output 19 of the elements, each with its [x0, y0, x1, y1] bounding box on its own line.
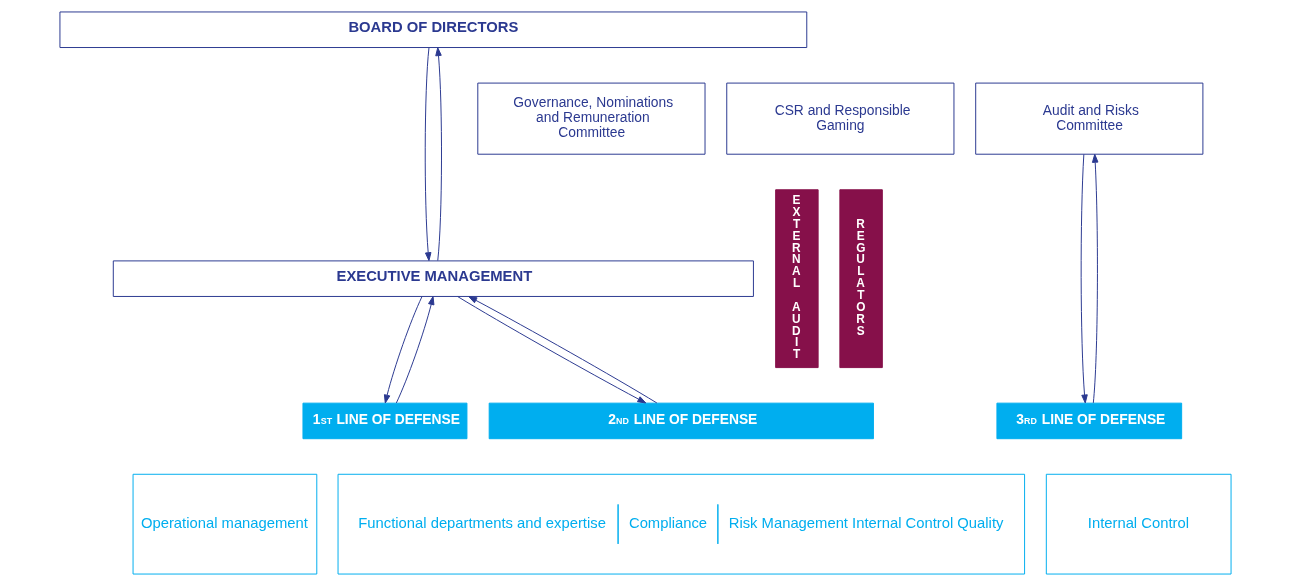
arrow	[435, 47, 442, 262]
node-box: REGULATORS	[839, 189, 883, 369]
node-box: BOARD OF DIRECTORS	[59, 11, 808, 48]
node-box: Audit and Risks Committee	[975, 82, 1204, 155]
node-box: 3RD LINE OF DEFENSE	[996, 402, 1183, 440]
node-box: Governance, Nominations and Remuneration Committee	[477, 82, 706, 155]
node-box: Functional departments and expertise Compliance Risk Management Internal Control Quality	[337, 473, 1026, 575]
arrow	[424, 47, 432, 262]
node-box: Internal Control	[1045, 473, 1232, 575]
arrow	[383, 296, 423, 404]
node-box: Operational management	[132, 473, 318, 575]
node-box: 1ST LINE OF DEFENSE	[302, 402, 468, 440]
node-box: EXECUTIVE MANAGEMENT	[112, 260, 754, 297]
arrow	[1091, 153, 1099, 404]
node-box: EXTERNAL AUDIT	[775, 189, 819, 369]
node-box: CSR and Responsible Gaming	[726, 82, 955, 155]
arrow	[1080, 153, 1088, 404]
arrow	[395, 296, 435, 404]
node-box: 2ND LINE OF DEFENSE	[488, 402, 874, 440]
